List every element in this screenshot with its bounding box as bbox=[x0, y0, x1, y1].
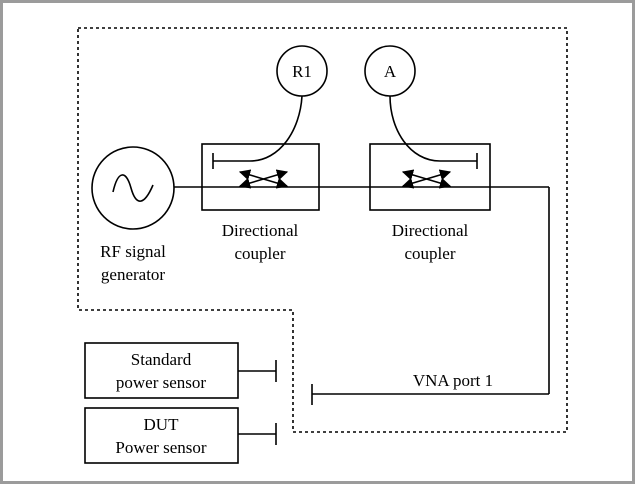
receiver-a: A bbox=[364, 45, 416, 97]
vna-port-label: VNA port 1 bbox=[413, 371, 493, 390]
receiver-r1: R1 bbox=[276, 45, 328, 97]
coupler2-label-line2: coupler bbox=[405, 244, 456, 263]
dut-sensor-label-line1: DUT bbox=[144, 415, 180, 434]
sine-wave-icon bbox=[112, 174, 154, 202]
generator-label-line2: generator bbox=[101, 265, 166, 284]
coupler2-label-line1: Directional bbox=[392, 221, 469, 240]
directional-coupler-2 bbox=[369, 95, 491, 211]
coupler1-label-line1: Directional bbox=[222, 221, 299, 240]
receiver-a-label: A bbox=[384, 62, 397, 81]
dut-sensor-label-line2: Power sensor bbox=[115, 438, 206, 457]
standard-power-sensor: Standard power sensor bbox=[84, 342, 277, 399]
directional-coupler-1 bbox=[201, 95, 320, 211]
standard-sensor-label-line1: Standard bbox=[131, 350, 192, 369]
receiver-r1-label: R1 bbox=[292, 62, 312, 81]
vna-enclosure-dashed-outline bbox=[77, 27, 568, 433]
coupler1-label-line2: coupler bbox=[235, 244, 286, 263]
standard-sensor-label-line2: power sensor bbox=[116, 373, 207, 392]
rf-signal-generator bbox=[91, 146, 175, 230]
dut-power-sensor: DUT Power sensor bbox=[84, 407, 277, 464]
generator-label-line1: RF signal bbox=[100, 242, 166, 261]
